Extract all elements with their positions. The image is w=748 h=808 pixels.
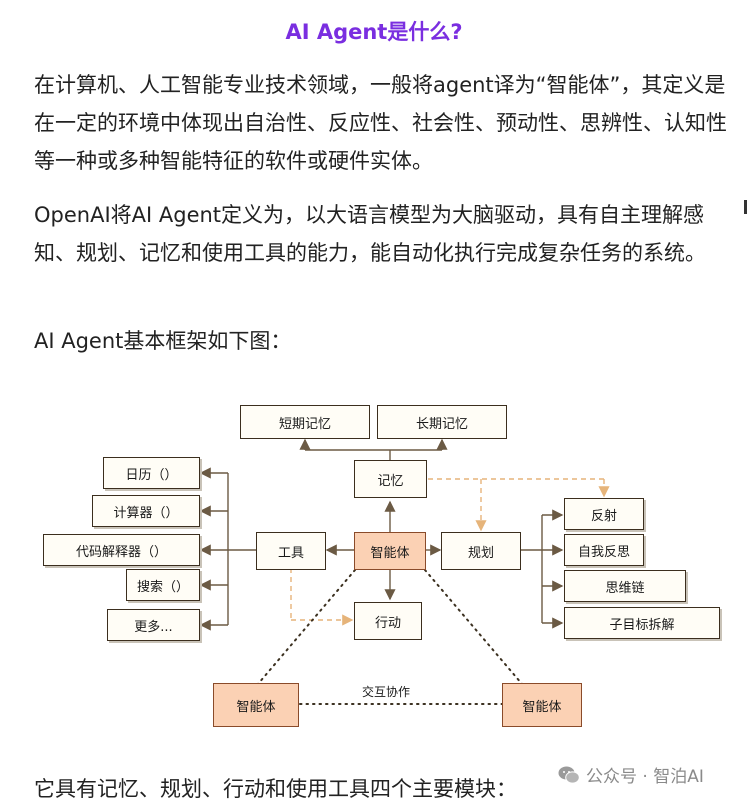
plan-item-chain-of-thought: 思维链 [564, 570, 686, 602]
article-title: AI Agent是什么? [285, 20, 463, 44]
paragraph-openai-definition: OpenAI将AI Agent定义为，以大语言模型为大脑驱动，具有自主理解感知、… [34, 203, 706, 265]
plan-item-reflection: 反射 [564, 498, 644, 530]
agent-center-box: 智能体 [354, 532, 426, 570]
watermark-text: 公众号 · 智泊AI [586, 767, 704, 787]
collaboration-label: 交互协作 [362, 685, 411, 699]
plan-item-subgoal-decomposition: 子目标拆解 [564, 607, 720, 639]
tool-item-calendar: 日历（） [103, 457, 200, 489]
paragraph-modules-intro: 它具有记忆、规划、行动和使用工具四个主要模块： [34, 777, 517, 801]
planning-box: 规划 [441, 532, 521, 570]
agent-left-box: 智能体 [213, 683, 299, 727]
agent-framework-diagram: 短期记忆 长期记忆 记忆 智能体 工具 规划 行动 日历（） 计算器（） 代码解… [0, 390, 748, 750]
paragraph-agent-definition: 在计算机、人工智能专业技术领域，一般将agent译为“智能体”，其定义是在一定的… [34, 73, 727, 173]
tools-box: 工具 [256, 532, 326, 570]
action-box: 行动 [354, 602, 422, 640]
paragraph-framework-intro: AI Agent基本框架如下图： [34, 329, 292, 353]
tool-item-more: 更多... [107, 609, 200, 641]
agent-right-box: 智能体 [502, 683, 582, 727]
memory-box: 记忆 [354, 460, 427, 498]
diagram-connectors [199, 438, 610, 705]
scroll-marker [744, 200, 747, 214]
short-term-memory-box: 短期记忆 [240, 405, 370, 439]
tool-item-search: 搜索（） [126, 569, 200, 601]
wechat-icon [558, 766, 580, 784]
long-term-memory-box: 长期记忆 [377, 405, 507, 439]
tool-item-code-interpreter: 代码解释器（） [43, 534, 200, 566]
plan-item-self-critique: 自我反思 [564, 534, 644, 566]
watermark: 公众号 · 智泊AI [558, 762, 704, 787]
tool-item-calculator: 计算器（） [92, 495, 200, 527]
